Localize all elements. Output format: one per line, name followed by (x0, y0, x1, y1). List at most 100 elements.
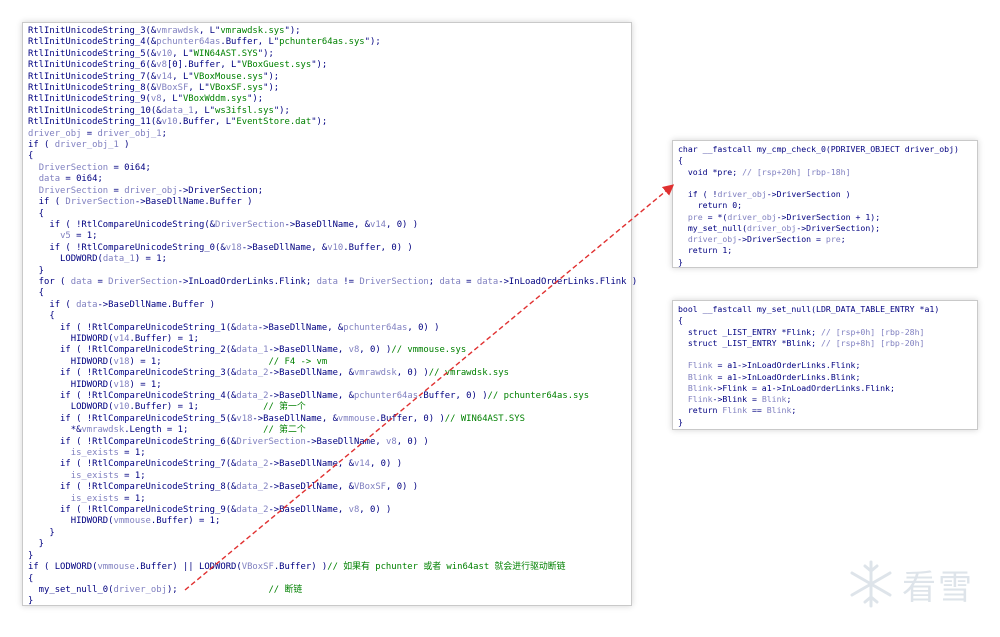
code-token: HIDWORD( (28, 516, 114, 527)
code-token: ->InLoadOrderLinks.Flink ) (498, 276, 638, 287)
code-token (28, 174, 39, 184)
code-token: != (337, 276, 360, 287)
code-token: v8 (348, 345, 360, 356)
code-token: ->DriverSection + 1); (776, 211, 881, 222)
code-token: pre (687, 211, 703, 222)
code-token: } (28, 527, 55, 538)
code-token: if ( ! (678, 189, 718, 199)
code-token: Flink (687, 360, 713, 371)
code-line: { (28, 209, 637, 220)
code-token: pchunter64as (343, 322, 408, 333)
code-token: { (28, 151, 34, 162)
my-set-null-panel: bool __fastcall my_set_null(LDR_DATA_TAB… (672, 300, 978, 430)
code-line: driver_obj = driver_obj_1; (28, 129, 637, 140)
code-line: } (28, 539, 637, 550)
code-line: my_set_null(driver_obj->DriverSection); (678, 223, 959, 234)
code-token: = a1->InLoadOrderLinks.Flink; (712, 360, 861, 371)
code-token: VBoxSF (353, 482, 387, 493)
code-token: ->DriverSection ) (766, 189, 851, 199)
code-token: // WIN64AST.SYS (444, 413, 525, 424)
code-token: vmrawdsk (81, 425, 125, 436)
code-token: , L" (161, 94, 183, 105)
code-token: return (678, 405, 723, 416)
code-token: , 0) ) (359, 505, 392, 516)
code-token: VBoxGuest.sys (241, 60, 312, 71)
code-token: RtlInitUnicodeString_9( (28, 94, 151, 105)
code-line: LODWORD(v10.Buffer) = 1; // 第一个 (28, 402, 637, 413)
code-line: is_exists = 1; (28, 494, 637, 505)
code-token: data (476, 276, 499, 287)
code-token: RtlInitUnicodeString_5(& (28, 48, 157, 59)
code-token: .Buffer, L" (220, 37, 280, 48)
watermark: 看雪 (846, 559, 974, 609)
code-line: struct _LIST_ENTRY *Blink; // [rsp+8h] [… (678, 338, 939, 349)
code-token: data_1 (236, 345, 269, 356)
code-token: pchunter64as.sys (279, 37, 365, 48)
code-token: vmrawdsk.sys (220, 26, 285, 36)
code-token: DriverSection (236, 436, 306, 447)
code-token: .Buffer, 0) ) (343, 242, 413, 253)
code-line: DriverSection = driver_obj->DriverSectio… (28, 186, 637, 197)
code-token: ); (166, 584, 178, 595)
code-token: .Buffer) ) (273, 562, 328, 573)
code-token: if ( LODWORD( (28, 562, 98, 573)
code-line: RtlInitUnicodeString_5(&v10, L"WIN64AST.… (28, 49, 637, 60)
code-line: RtlInitUnicodeString_7(&v14, L"VBoxMouse… (28, 72, 637, 83)
my-cmp-check-panel: char __fastcall my_cmp_check_0(PDRIVER_O… (672, 140, 978, 268)
code-token: ->BaseDllName, & (268, 391, 354, 401)
code-line: } (678, 417, 939, 428)
code-token: data (439, 276, 461, 287)
code-token: = (81, 128, 98, 139)
code-token: ->BaseDllName, (268, 505, 349, 516)
code-token: == (747, 405, 767, 416)
code-token: *& (28, 425, 82, 436)
code-token: Blink (687, 382, 713, 393)
code-line: } (678, 257, 959, 268)
code-token: .Buffer, L" (177, 117, 237, 128)
code-line: if ( !RtlCompareUnicodeString_3(&data_2-… (28, 368, 637, 379)
code-line: return 1; (678, 245, 959, 256)
code-token: "); (273, 105, 290, 116)
code-token: [0].Buffer, L" (166, 60, 242, 71)
code-token: ; (161, 128, 167, 139)
code-token (28, 231, 60, 241)
code-token: } (678, 256, 683, 267)
code-token: ->BaseDllName, & (252, 413, 338, 424)
code-token: v8 (386, 436, 397, 447)
code-token: if ( !RtlCompareUnicodeString_5(& (28, 413, 237, 424)
code-token: , L" (188, 83, 210, 94)
code-line: Flink->Blink = Blink; (678, 394, 939, 405)
code-token: = 1; (118, 448, 146, 459)
code-token: // 如果有 pchunter 或者 win64ast 就会进行驱动断链 (327, 562, 566, 573)
code-token: ; (791, 405, 797, 416)
code-token: , L" (172, 48, 194, 59)
code-token: , 0) ) (369, 459, 403, 470)
code-token: HIDWORD( (28, 356, 114, 367)
code-token: "); (311, 60, 328, 71)
main-code-listing: RtlInitUnicodeString_3(&vmrawdsk, L"vmra… (28, 26, 637, 608)
code-token: // [rsp+20h] [rbp-18h] (742, 166, 851, 177)
snowflake-icon (850, 560, 892, 608)
code-token: ->DriverSection; (177, 185, 264, 196)
code-token: RtlInitUnicodeString_3(& (28, 26, 157, 36)
code-token: HIDWORD( (28, 379, 114, 390)
code-token: v8 (156, 60, 167, 71)
code-token: my_set_null_0( (28, 584, 114, 595)
code-token (678, 212, 688, 222)
code-line: HIDWORD(v18) = 1; // F4 -> vm (28, 357, 637, 368)
code-token: = *( (702, 211, 728, 222)
code-token (28, 448, 71, 458)
code-token: Flink (687, 394, 713, 404)
code-token: DriverSection (215, 219, 285, 230)
code-token (678, 383, 688, 393)
code-line: RtlInitUnicodeString_11(&v10.Buffer, L"E… (28, 117, 637, 128)
code-token: vmmouse (337, 413, 376, 424)
code-token: = 0i64; (60, 174, 103, 185)
code-token: is_exists (70, 448, 119, 459)
code-token: ->BaseDllName, & (268, 459, 354, 470)
code-token: data_1 (161, 105, 194, 116)
code-token: "); (311, 117, 328, 128)
code-token: if ( !RtlCompareUnicodeString_1(& (28, 322, 237, 333)
code-token: data (76, 299, 98, 310)
code-token: vmrawdsk (156, 26, 199, 36)
